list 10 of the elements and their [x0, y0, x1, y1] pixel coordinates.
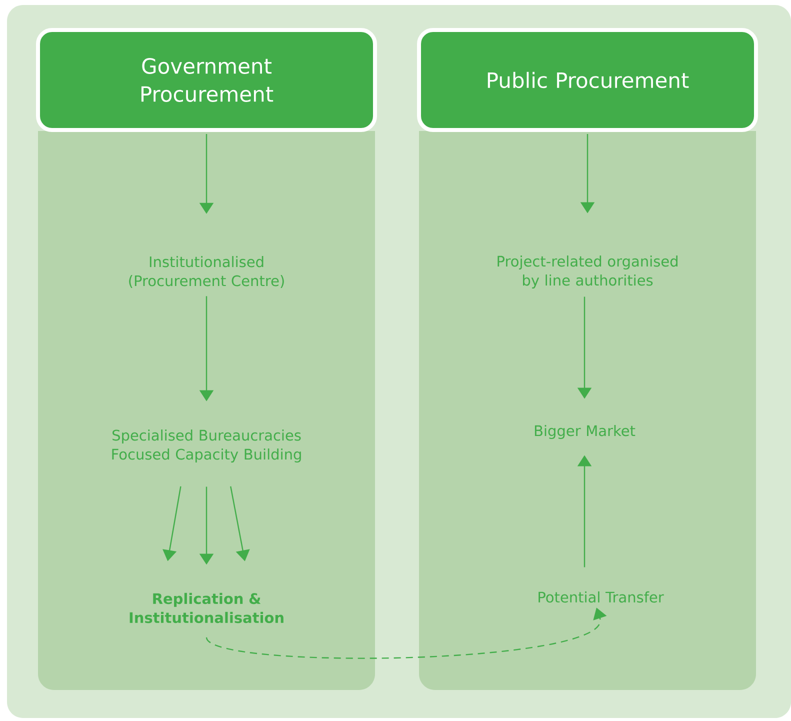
- header-box: Government Procurement: [36, 28, 377, 132]
- step-text: Replication & Institutionalisation: [130, 592, 284, 624]
- column-panel: [38, 131, 375, 690]
- header-box: Public Procurement: [417, 28, 758, 132]
- step-text: Project-related organised by line authorities: [498, 255, 678, 289]
- step-text: Potential Transfer: [538, 591, 664, 603]
- step-text: Institutionalised (Procurement Centre): [129, 256, 284, 288]
- step-text: Bigger Market: [534, 424, 636, 440]
- step-text: Specialised Bureaucracies Focused Capacity Building: [112, 429, 301, 463]
- column-panel: [419, 131, 756, 690]
